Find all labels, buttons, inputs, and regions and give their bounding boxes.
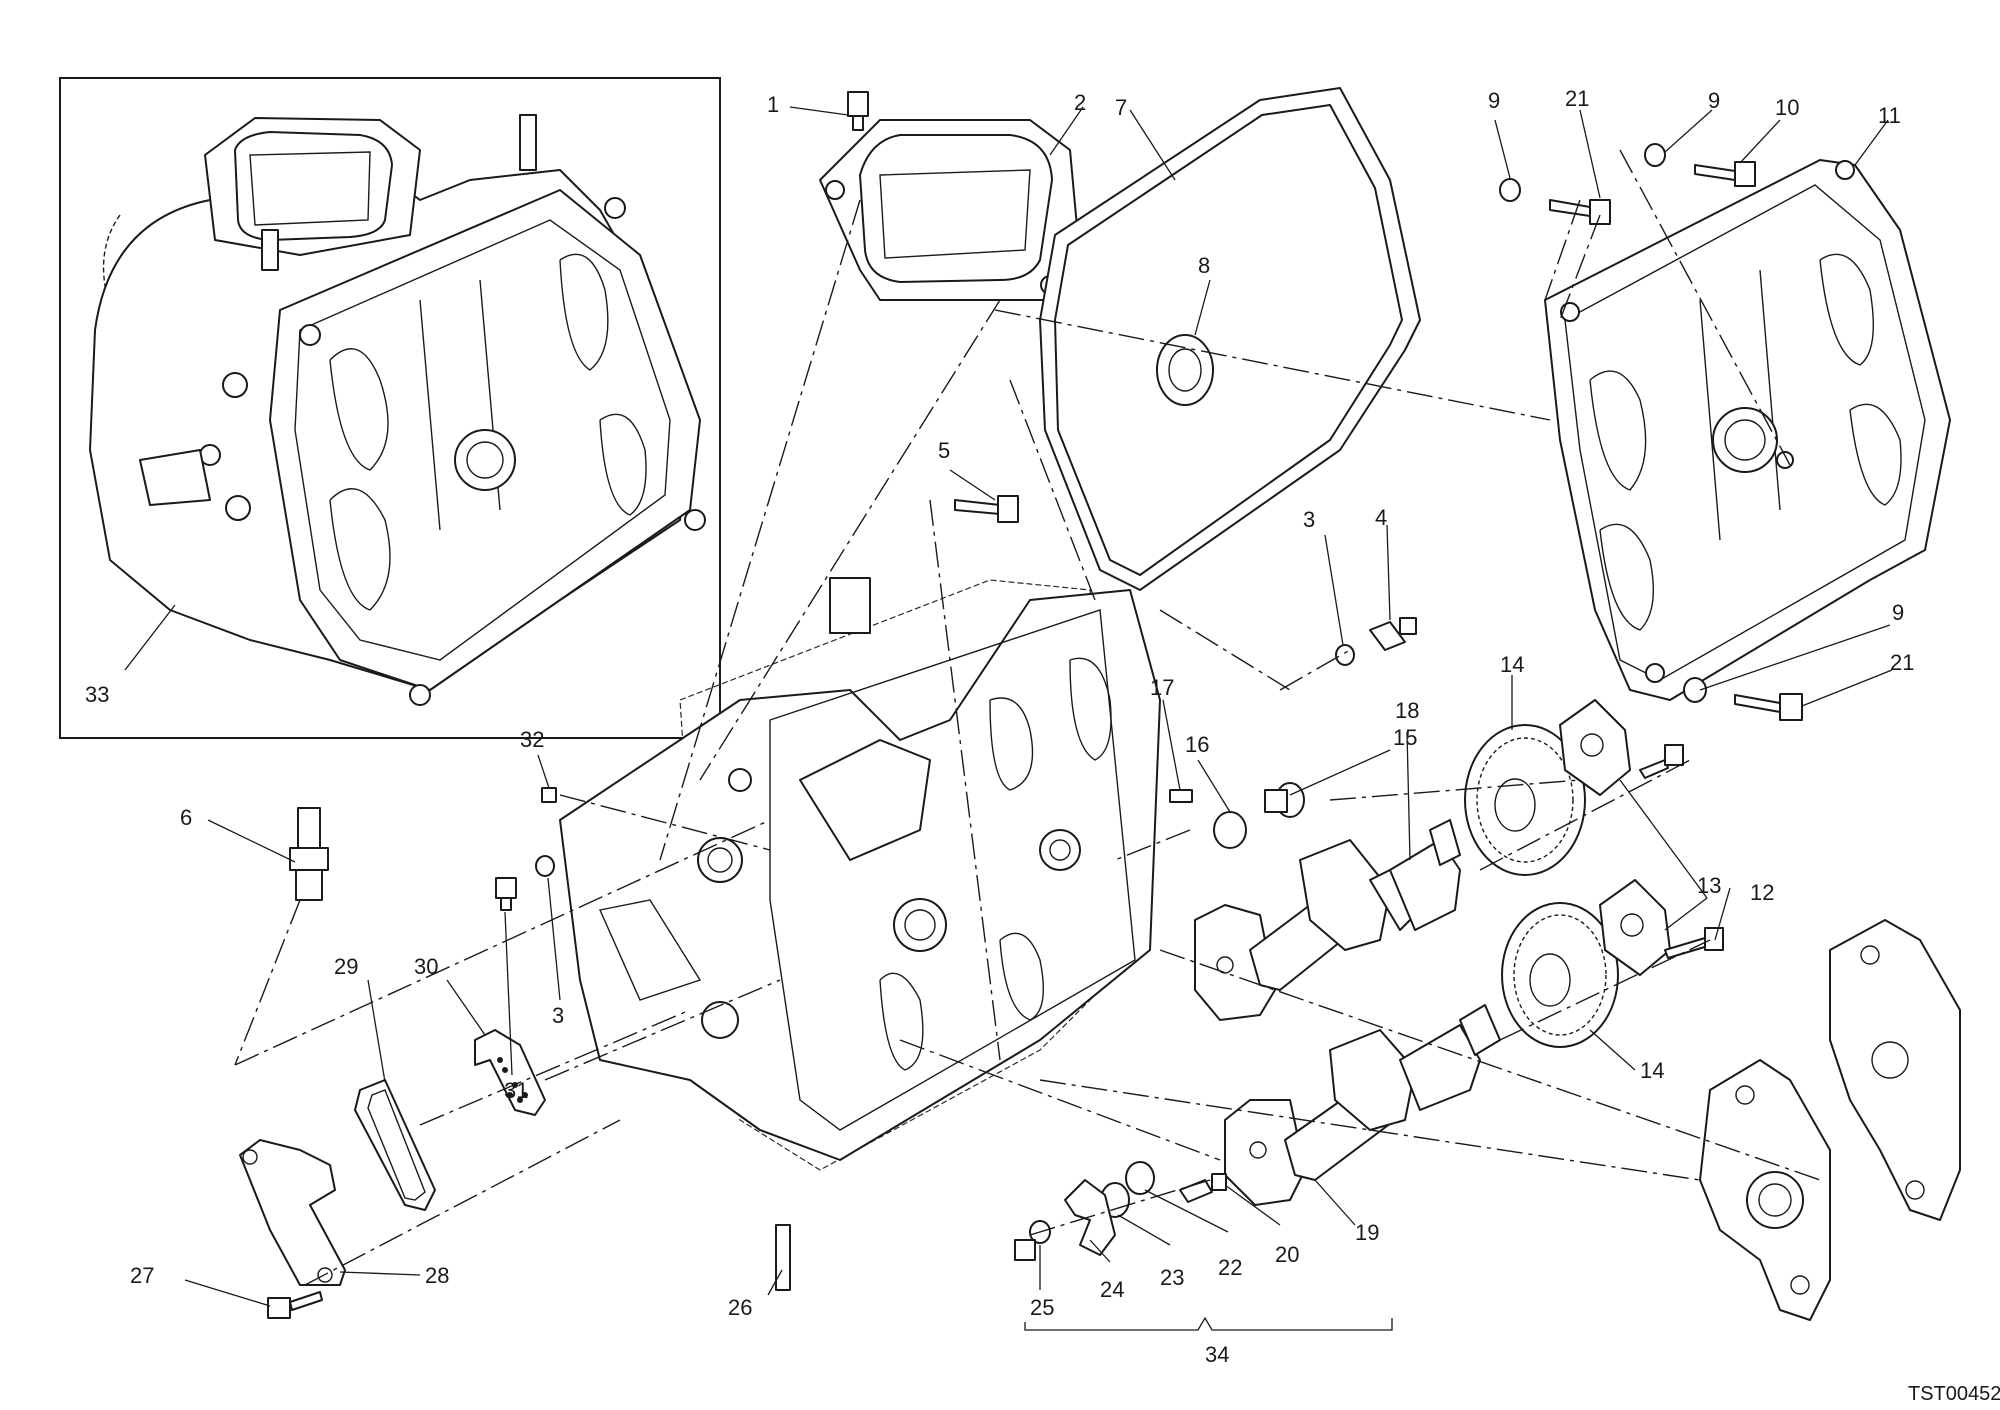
part-bearing-caps <box>1699 919 1961 1321</box>
assembly-centerlines <box>234 149 1821 1286</box>
part-flange-bolt <box>847 91 869 131</box>
callout-16: 16 <box>1185 732 1209 757</box>
part-plate-13a <box>1559 699 1631 796</box>
part-washer-9b <box>1644 143 1666 167</box>
callout-8: 8 <box>1198 253 1210 278</box>
part-sensor-4 <box>1369 617 1417 651</box>
callout-13: 13 <box>1697 873 1721 898</box>
callout-25: 25 <box>1030 1295 1054 1320</box>
part-seal-ring <box>1156 334 1214 406</box>
callout-12: 12 <box>1750 880 1774 905</box>
part-plug-32 <box>541 787 557 803</box>
part-cylinder-head <box>559 577 1161 1171</box>
callout-33: 33 <box>85 682 109 707</box>
callout-14-bottom: 14 <box>1640 1058 1664 1083</box>
callout-1: 1 <box>767 92 779 117</box>
callout-11: 11 <box>1878 103 1901 128</box>
callout-5: 5 <box>938 438 950 463</box>
callout-10: 10 <box>1775 95 1799 120</box>
callout-31: 31 <box>504 1078 528 1103</box>
callout-9-top-right: 9 <box>1708 88 1720 113</box>
part-washer-9c <box>1683 677 1707 703</box>
part-filter-30 <box>474 1029 546 1116</box>
callout-30: 30 <box>414 954 438 979</box>
part-bolt-27 <box>267 1291 323 1319</box>
part-camshaft-18 <box>1194 819 1461 1021</box>
callout-24: 24 <box>1100 1277 1124 1302</box>
part-bolt-31 <box>495 877 517 911</box>
part-camshaft-19 <box>1224 1004 1501 1206</box>
part-bracket-28 <box>239 1139 346 1286</box>
part-bolt-12a <box>1639 744 1684 779</box>
part-bolt-12b <box>1664 927 1724 959</box>
callout-15: 15 <box>1393 725 1417 750</box>
part-washer-25 <box>1014 1220 1051 1261</box>
callout-23: 23 <box>1160 1265 1184 1290</box>
callout-14-top: 14 <box>1500 652 1524 677</box>
part-pin-17 <box>1169 789 1193 803</box>
callout-4: 4 <box>1375 505 1387 530</box>
callout-28: 28 <box>425 1263 449 1288</box>
callout-9-top-left: 9 <box>1488 88 1500 113</box>
part-oring-16 <box>1213 811 1247 849</box>
callout-29: 29 <box>334 954 358 979</box>
part-gasket-29 <box>354 1079 436 1211</box>
part-bolt-21b <box>1734 693 1803 721</box>
callout-labels: 1 2 7 8 5 3 4 9 21 9 10 11 9 21 14 15 16… <box>85 86 1914 1367</box>
inset-assembled-head <box>59 77 721 739</box>
part-washer-9a <box>1499 178 1521 202</box>
drawing-code: TST00452 <box>1908 1383 2000 1405</box>
part-washer-3 <box>1335 644 1355 666</box>
callout-6: 6 <box>180 805 192 830</box>
part-cover-gasket <box>1039 87 1421 591</box>
part-plug-15 <box>1264 782 1305 818</box>
callout-3-left: 3 <box>552 1003 564 1028</box>
part-bolt-10 <box>1694 161 1756 187</box>
callout-27: 27 <box>130 1263 154 1288</box>
part-sprocket-14a <box>1464 724 1586 876</box>
callout-7: 7 <box>1115 95 1127 120</box>
callout-2: 2 <box>1074 90 1086 115</box>
part-valve-cover <box>1544 159 1951 701</box>
part-cam-follower-24 <box>1064 1179 1116 1256</box>
callout-34: 34 <box>1205 1342 1229 1367</box>
callout-18: 18 <box>1395 698 1419 723</box>
callout-22: 22 <box>1218 1255 1242 1280</box>
part-washer-3b <box>535 855 555 877</box>
callout-19: 19 <box>1355 1220 1379 1245</box>
callout-17: 17 <box>1150 675 1174 700</box>
part-sprocket-14b <box>1501 902 1619 1048</box>
callout-26: 26 <box>728 1295 752 1320</box>
part-intake-flange <box>819 119 1081 301</box>
callout-9-right: 9 <box>1892 600 1904 625</box>
part-pin-20 <box>1179 1173 1227 1203</box>
callout-3: 3 <box>1303 507 1315 532</box>
callout-21-top: 21 <box>1565 86 1589 111</box>
callout-21-right: 21 <box>1890 650 1914 675</box>
part-stud-26 <box>775 1224 791 1291</box>
callout-32: 32 <box>520 727 544 752</box>
leader-lines <box>124 106 1893 1331</box>
part-ring-22 <box>1125 1161 1155 1195</box>
part-stud-6 <box>289 807 329 901</box>
part-bolt-5 <box>954 495 1019 523</box>
callout-20: 20 <box>1275 1242 1299 1267</box>
part-bolt-21a <box>1549 199 1611 225</box>
